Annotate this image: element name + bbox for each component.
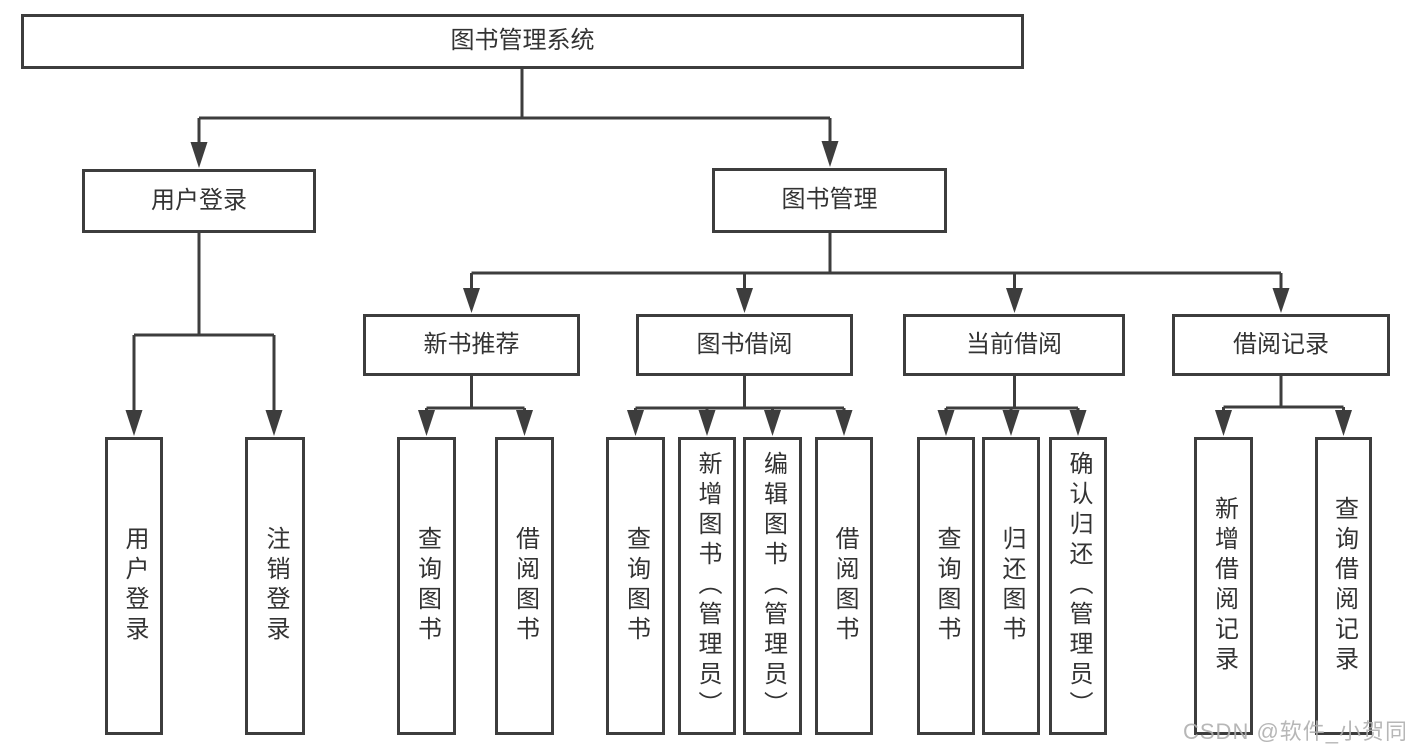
connector-records-to-leaves xyxy=(1222,376,1345,414)
arrow-icon xyxy=(516,410,533,436)
arrow-icon xyxy=(937,410,955,436)
arrow-icon xyxy=(418,410,435,436)
leaf-borrowing-borrow-books: 借阅图书 xyxy=(815,437,873,735)
node-current-borrowing: 当前借阅 xyxy=(903,314,1125,376)
connector-borrow-to-leaves xyxy=(634,376,846,414)
arrow-icon xyxy=(265,410,283,436)
leaf-borrowing-add-books-admin: 新增图书（管理员） xyxy=(678,437,736,735)
arrow-icon xyxy=(1002,410,1020,436)
arrow-icon xyxy=(821,141,839,167)
arrow-icon xyxy=(1006,288,1023,313)
arrow-icon xyxy=(764,410,781,436)
leaf-records-query-record: 查询借阅记录 xyxy=(1315,437,1372,735)
node-new-book-recommend: 新书推荐 xyxy=(363,314,580,376)
arrow-icon xyxy=(1215,410,1232,436)
connector-newrec-to-leaves xyxy=(425,376,526,414)
leaf-recommend-borrow-books: 借阅图书 xyxy=(495,437,554,735)
leaf-logout: 注销登录 xyxy=(245,437,305,735)
leaf-borrowing-edit-books-admin: 编辑图书（管理员） xyxy=(743,437,802,735)
arrow-icon xyxy=(190,142,208,168)
arrow-icon xyxy=(627,410,644,436)
arrow-icon xyxy=(463,288,480,313)
node-book-management: 图书管理 xyxy=(712,168,947,233)
leaf-current-confirm-return-admin: 确认归还（管理员） xyxy=(1049,437,1107,735)
leaf-recommend-query-books: 查询图书 xyxy=(397,437,456,735)
arrow-icon xyxy=(835,410,853,436)
leaf-current-return-books: 归还图书 xyxy=(982,437,1040,735)
connector-userlogin-to-leaves xyxy=(132,233,276,413)
arrow-icon xyxy=(1069,410,1087,436)
connector-root-to-level2 xyxy=(197,69,832,144)
connector-bookmgmt-to-level3 xyxy=(470,233,1283,291)
node-book-borrowing: 图书借阅 xyxy=(636,314,853,376)
connector-current-to-leaves xyxy=(944,376,1080,414)
arrow-icon xyxy=(736,288,753,313)
leaf-records-add-record: 新增借阅记录 xyxy=(1194,437,1253,735)
leaf-current-query-books: 查询图书 xyxy=(917,437,975,735)
arrow-icon xyxy=(698,410,716,436)
arrowheads xyxy=(125,141,1352,436)
node-borrowing-records: 借阅记录 xyxy=(1172,314,1390,376)
leaf-borrowing-query-books: 查询图书 xyxy=(606,437,665,735)
leaf-user-login: 用户登录 xyxy=(105,437,163,735)
arrow-icon xyxy=(1272,288,1290,313)
arrow-icon xyxy=(125,410,143,436)
arrow-icon xyxy=(1335,410,1352,436)
csdn-watermark: CSDN @软件_小贺同学 xyxy=(1183,719,1405,744)
node-root-library-system: 图书管理系统 xyxy=(21,14,1024,69)
node-user-login: 用户登录 xyxy=(82,169,316,233)
